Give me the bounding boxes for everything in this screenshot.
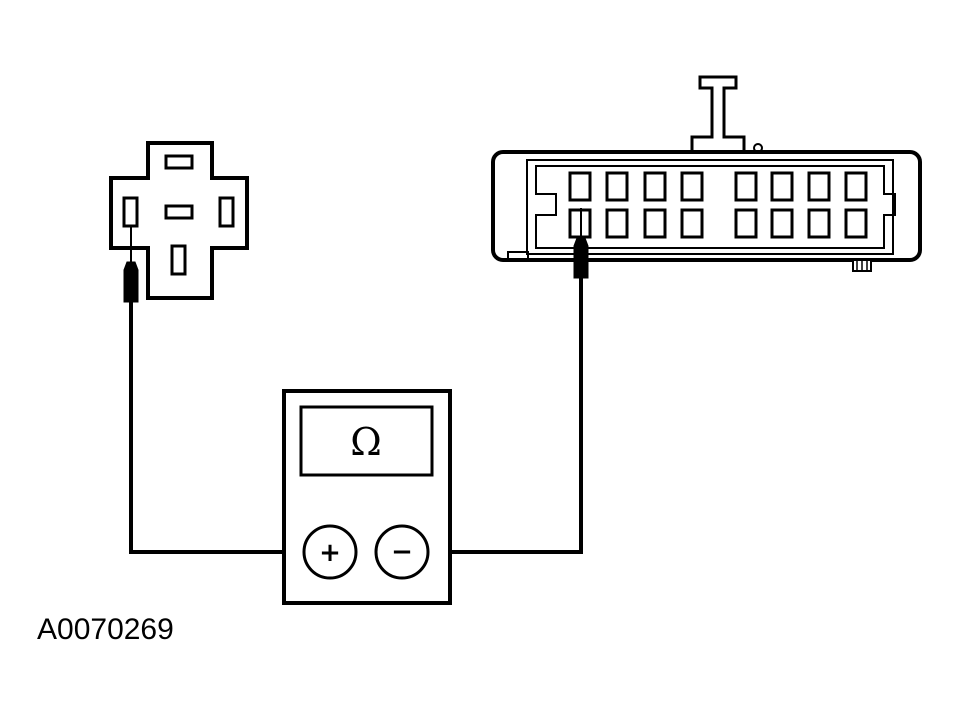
negative-lead-wire (428, 276, 583, 554)
connector-pin (770, 208, 794, 239)
multimeter-display (299, 405, 434, 477)
negative-terminal (374, 524, 430, 580)
positive-probe-body (123, 261, 139, 303)
connector-pin (807, 171, 831, 202)
multimeter: Ω + − (282, 389, 452, 605)
positive-lead-wire (129, 300, 305, 554)
figure-id: A0070269 (37, 613, 174, 646)
connector-pin (643, 208, 667, 239)
connector-pin (844, 171, 868, 202)
relay-connector-body (109, 141, 249, 300)
relay-terminal-right (218, 196, 235, 228)
connector-pin (807, 208, 831, 239)
connector-inner-frame (526, 159, 894, 255)
connector-pin (568, 171, 592, 202)
multi-pin-connector (491, 75, 922, 272)
positive-terminal-label: + (319, 538, 341, 568)
connector-cavity-outline (535, 165, 896, 249)
test-leads (129, 276, 583, 554)
relay-connector (109, 141, 249, 300)
connector-pin (605, 171, 629, 202)
negative-terminal-label: − (391, 537, 413, 567)
connector-pin (770, 171, 794, 202)
connector-pin (844, 208, 868, 239)
negative-probe-body (573, 237, 589, 279)
connector-pin (605, 208, 629, 239)
connector-pin (643, 171, 667, 202)
connector-bottom-latch-left (507, 251, 529, 260)
ohm-symbol: Ω (350, 420, 382, 464)
relay-terminal-top (164, 154, 194, 170)
negative-probe (573, 208, 589, 279)
relay-terminal-center (164, 204, 194, 220)
positive-terminal (302, 524, 358, 580)
positive-probe (123, 226, 139, 303)
connector-pin (734, 208, 758, 239)
connector-housing (491, 150, 922, 262)
connector-pin (680, 171, 704, 202)
connector-lock-tab (690, 75, 746, 155)
connector-pin (680, 208, 704, 239)
relay-terminal-bottom (170, 244, 187, 276)
connector-pins-bottom-row (568, 208, 868, 239)
connector-pins-top-row (568, 171, 868, 202)
connector-pin (734, 171, 758, 202)
